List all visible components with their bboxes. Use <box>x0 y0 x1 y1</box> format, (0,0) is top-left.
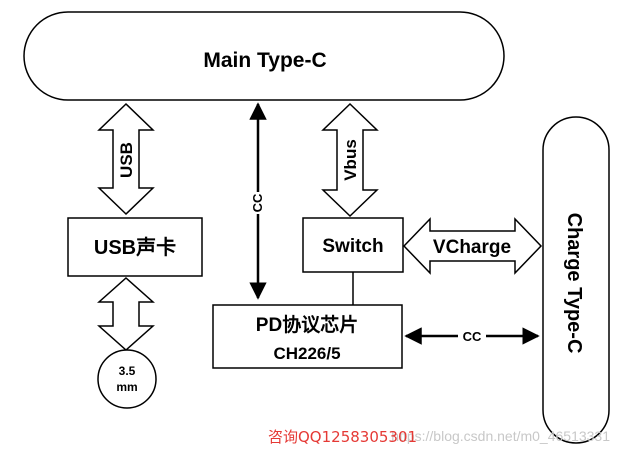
pd-chip-node: PD协议芯片 CH226/5 <box>212 304 403 369</box>
vcharge-arrow: VCharge <box>402 217 543 275</box>
watermark-contact: 咨询QQ1258305301 <box>268 428 417 446</box>
vbus-edge-label: Vbus <box>341 139 360 181</box>
watermark-url: https://blog.csdn.net/m0_46513331 <box>391 428 610 444</box>
jack-label-line1: 3.5 <box>119 364 136 378</box>
cc-right-arrow: CC <box>404 327 540 345</box>
cc-right-edge-label: CC <box>463 329 482 344</box>
audio-arrow <box>97 276 155 352</box>
cc-left-edge-label: CC <box>250 193 265 212</box>
cc-left-arrow: CC <box>248 102 268 300</box>
pd-chip-label-line1: PD协议芯片 <box>256 313 358 336</box>
charge-typec-label: Charge Type-C <box>563 213 585 354</box>
main-typec-label: Main Type-C <box>203 49 326 72</box>
usb-arrow: USB <box>97 102 155 216</box>
switch-label: Switch <box>322 236 383 257</box>
usb-edge-label: USB <box>117 142 136 178</box>
switch-node: Switch <box>302 217 404 273</box>
main-typec-node: Main Type-C <box>23 11 505 101</box>
vbus-arrow: Vbus <box>321 102 379 218</box>
audio-jack-node: 3.5 mm <box>97 349 157 409</box>
vcharge-edge-label: VCharge <box>433 237 511 258</box>
jack-label-line2: mm <box>116 380 137 394</box>
charge-typec-node: Charge Type-C <box>542 116 610 444</box>
usb-card-label: USB声卡 <box>94 235 176 259</box>
pd-chip-label-line2: CH226/5 <box>273 344 340 363</box>
usb-card-node: USB声卡 <box>67 217 203 277</box>
